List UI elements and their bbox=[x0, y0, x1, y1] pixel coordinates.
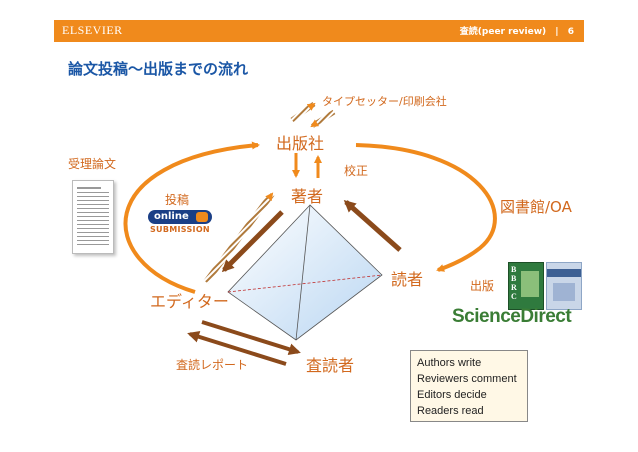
online-badge-text: online bbox=[154, 211, 189, 222]
arc-editor-to-publisher bbox=[123, 141, 260, 294]
label-proof: 校正 bbox=[344, 164, 369, 178]
arrow-to-typesetter bbox=[290, 101, 316, 123]
arrow-submission bbox=[203, 192, 275, 284]
arrow-editor-to-reviewer bbox=[201, 320, 301, 356]
note-box: Authors write Reviewers comment Editors … bbox=[410, 350, 528, 422]
arc-publisher-to-reader bbox=[355, 143, 497, 272]
note-line: Readers read bbox=[417, 405, 484, 417]
note-line: Editors decide bbox=[417, 389, 487, 401]
online-submission-badge: online bbox=[148, 210, 212, 224]
label-library-oa: 図書館/OA bbox=[500, 198, 572, 216]
label-submission: 投稿 bbox=[165, 193, 190, 207]
journal-cover-2 bbox=[546, 262, 582, 310]
arrow-from-typesetter bbox=[310, 109, 336, 129]
sciencedirect-logo: ScienceDirect bbox=[452, 306, 572, 327]
arrow-reviewer-to-editor bbox=[187, 330, 287, 366]
journal-cover-band bbox=[547, 269, 581, 277]
arrow-author-to-editor bbox=[221, 210, 284, 273]
pyramid bbox=[227, 204, 383, 341]
header-info: 査読(peer review) | 6 bbox=[454, 24, 574, 37]
node-author: 著者 bbox=[291, 187, 324, 206]
label-review-report: 査読レポート bbox=[176, 358, 249, 372]
note-line: Reviewers comment bbox=[417, 373, 517, 385]
header-bar: ELSEVIER 査読(peer review) | 6 bbox=[54, 20, 584, 42]
accepted-paper-thumbnail bbox=[72, 180, 114, 254]
note-line: Authors write bbox=[417, 357, 482, 369]
brand-logo-text: ELSEVIER bbox=[62, 23, 123, 37]
submission-logo-icon bbox=[196, 212, 208, 222]
page-number: 6 bbox=[567, 27, 574, 37]
header-separator: | bbox=[555, 27, 559, 37]
header-section: 査読(peer review) bbox=[459, 27, 547, 37]
node-reader: 読者 bbox=[391, 270, 424, 289]
label-publication: 出版 bbox=[470, 279, 495, 293]
node-reviewer: 査読者 bbox=[306, 356, 355, 375]
node-publisher: 出版社 bbox=[276, 134, 325, 153]
label-typesetter: タイプセッター/印刷会社 bbox=[322, 95, 447, 108]
submission-badge-text: SUBMISSION bbox=[150, 225, 210, 234]
arrow-reader-to-author bbox=[343, 200, 402, 252]
journal-cover-image bbox=[553, 283, 575, 301]
label-accepted-paper: 受理論文 bbox=[68, 157, 117, 171]
journal-cover-image bbox=[521, 271, 539, 297]
page-title: 論文投稿～出版までの流れ bbox=[68, 60, 249, 78]
node-editor: エディター bbox=[150, 292, 229, 311]
